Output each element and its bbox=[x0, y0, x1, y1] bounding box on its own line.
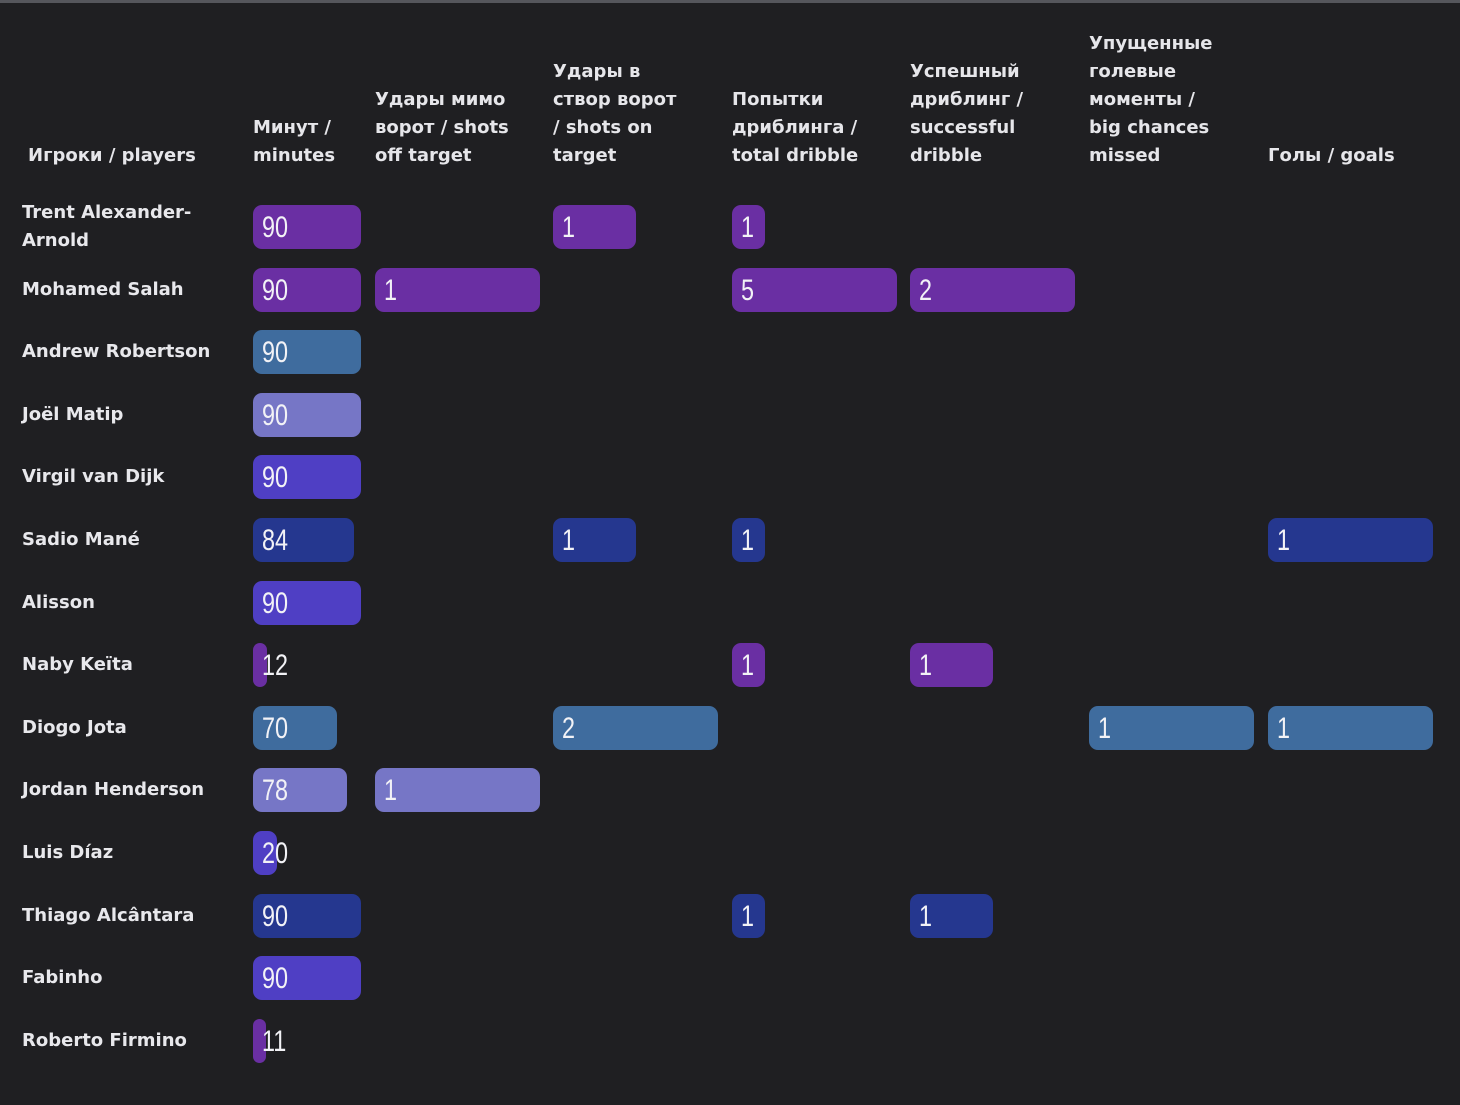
bar-value-label: 90 bbox=[262, 336, 289, 370]
bar-value-label: 12 bbox=[262, 649, 289, 683]
bar-dribble-success bbox=[910, 267, 1075, 312]
bar-value-label: 1 bbox=[1277, 524, 1291, 557]
bar-dribble-total bbox=[732, 267, 897, 312]
bar-dribble-success bbox=[910, 893, 993, 938]
bar-goals bbox=[1268, 518, 1433, 562]
bar-value-label: 84 bbox=[262, 524, 289, 557]
column-header-shots-on: Удары в створ ворот / shots on target bbox=[553, 61, 677, 166]
bar-value-label: 90 bbox=[262, 398, 289, 432]
column-header-dribble-success: Успешный дриблинг / successful dribble bbox=[910, 61, 1024, 166]
top-border bbox=[0, 0, 1460, 3]
player-name: Joël Matip bbox=[22, 403, 124, 425]
bar-value-label: 90 bbox=[262, 899, 289, 933]
player-name: Mohamed Salah bbox=[22, 278, 184, 300]
player-name: Thiago Alcântara bbox=[22, 904, 195, 926]
bar-value-label: 90 bbox=[262, 962, 289, 996]
column-header-big-chances-missed: Упущенные голевые моменты / big chances … bbox=[1089, 33, 1213, 166]
player-name: Virgil van Dijk bbox=[22, 466, 165, 488]
player-name: Trent Alexander- Arnold bbox=[22, 202, 192, 251]
bar-value-label: 1 bbox=[741, 649, 755, 683]
bar-shots-on bbox=[553, 205, 636, 249]
bar-dribble-total bbox=[732, 643, 765, 688]
bar-value-label: 11 bbox=[262, 1024, 287, 1058]
bar-minutes bbox=[253, 205, 361, 249]
bar-value-label: 1 bbox=[562, 211, 576, 244]
bar-minutes bbox=[253, 267, 361, 312]
bar-dribble-total bbox=[732, 205, 765, 249]
bar-value-label: 90 bbox=[262, 586, 289, 620]
bar-minutes bbox=[253, 580, 361, 625]
bar-value-label: 5 bbox=[741, 273, 755, 307]
bar-value-label: 1 bbox=[384, 273, 398, 307]
bar-minutes bbox=[253, 518, 354, 562]
bar-value-label: 1 bbox=[741, 899, 755, 933]
bar-minutes bbox=[253, 705, 337, 750]
player-name: Alisson bbox=[22, 591, 95, 613]
bar-goals bbox=[1268, 705, 1433, 750]
bar-minutes bbox=[253, 455, 361, 500]
player-name: Fabinho bbox=[22, 967, 103, 989]
bar-shots-on bbox=[553, 705, 718, 750]
bar-value-label: 90 bbox=[262, 461, 289, 495]
bar-value-label: 1 bbox=[919, 649, 933, 683]
bar-value-label: 70 bbox=[262, 711, 289, 745]
bar-dribble-total bbox=[732, 893, 765, 938]
bar-value-label: 2 bbox=[562, 711, 576, 745]
bar-shots-off bbox=[375, 267, 540, 312]
bar-dribble-success bbox=[910, 643, 993, 688]
bar-minutes bbox=[253, 1018, 267, 1063]
bar-minutes bbox=[253, 643, 268, 688]
bar-value-label: 1 bbox=[919, 899, 933, 933]
player-name: Roberto Firmino bbox=[22, 1029, 187, 1051]
bar-minutes bbox=[253, 893, 361, 938]
column-header-minutes: Минут / minutes bbox=[253, 117, 336, 166]
bar-value-label: 1 bbox=[741, 524, 755, 557]
player-name: Jordan Henderson bbox=[22, 779, 205, 801]
bar-minutes bbox=[253, 330, 361, 375]
bar-value-label: 78 bbox=[262, 774, 289, 808]
bar-value-label: 90 bbox=[262, 273, 289, 307]
bar-minutes bbox=[253, 768, 347, 813]
column-header-dribble-total: Попытки дриблинга / total dribble bbox=[732, 89, 859, 166]
bar-shots-off bbox=[375, 768, 540, 813]
players-column-header: Игроки / players bbox=[28, 145, 196, 166]
bar-minutes bbox=[253, 956, 361, 1001]
player-name: Andrew Robertson bbox=[22, 341, 211, 363]
column-header-shots-off: Удары мимо ворот / shots off target bbox=[375, 89, 509, 166]
table-header: Игроки / players Минут / minutes Удары ми… bbox=[0, 20, 1460, 170]
bar-big-chances-missed bbox=[1089, 705, 1254, 750]
bar-value-label: 1 bbox=[1277, 711, 1291, 745]
player-name: Sadio Mané bbox=[22, 529, 140, 550]
bar-value-label: 1 bbox=[741, 211, 755, 244]
bar-value-label: 1 bbox=[384, 774, 398, 808]
player-name: Luis Díaz bbox=[22, 842, 114, 863]
bar-value-label: 90 bbox=[262, 211, 289, 244]
bar-value-label: 1 bbox=[562, 524, 576, 557]
bar-minutes bbox=[253, 392, 361, 437]
bar-value-label: 1 bbox=[1098, 711, 1112, 745]
bar-value-label: 20 bbox=[262, 837, 289, 870]
bar-dribble-total bbox=[732, 518, 765, 562]
column-header-goals: Голы / goals bbox=[1268, 145, 1395, 166]
bar-shots-on bbox=[553, 518, 636, 562]
player-name: Diogo Jota bbox=[22, 716, 127, 738]
bar-value-label: 2 bbox=[919, 273, 933, 307]
player-name: Naby Keïta bbox=[22, 654, 133, 676]
bar-minutes bbox=[253, 831, 277, 875]
